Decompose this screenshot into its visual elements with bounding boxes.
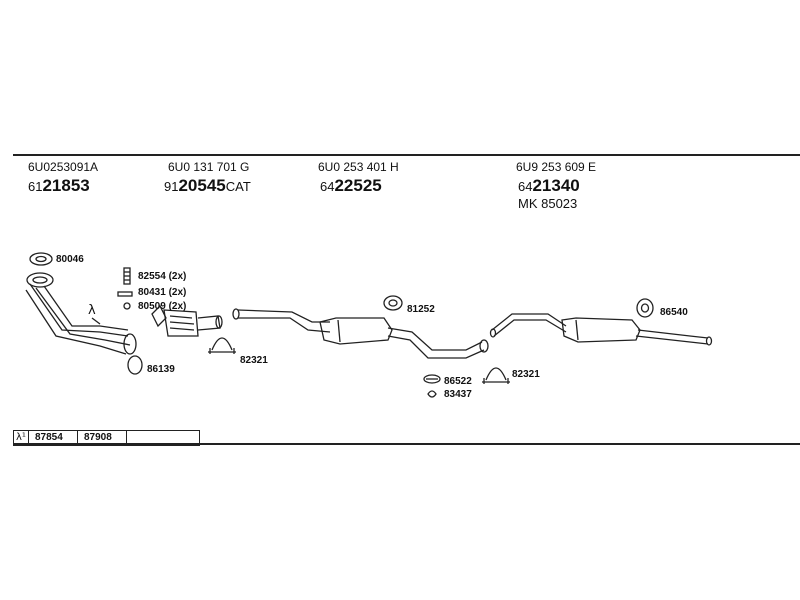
part-label-81252: 81252 [407, 304, 435, 315]
legend-empty-cell [127, 431, 199, 445]
oem-number-1: 6U0253091A [28, 160, 99, 174]
part-label-86540: 86540 [660, 307, 688, 318]
rubber-mount-81252-drawing [383, 295, 403, 311]
rubber-mount-86540-drawing [636, 298, 654, 318]
oem-number-3: 6U0 253 401 H [318, 160, 399, 174]
part-label-86522: 86522 [444, 376, 472, 387]
mounting-kit-number: MK 85023 [518, 196, 578, 211]
part-label-80431: 80431 (2x) [138, 287, 187, 298]
ring-86522-drawing [423, 374, 441, 384]
article-prefix-1: 61 [28, 179, 43, 194]
lambda-symbol: λ [88, 303, 96, 318]
article-number-1: 6121853 [28, 176, 90, 196]
article-prefix-4: 64 [518, 179, 533, 194]
legend-symbol: λ¹ [14, 431, 29, 445]
part-label-82321-right: 82321 [512, 369, 540, 380]
bottom-rule [13, 443, 800, 445]
part-label-80046: 80046 [56, 254, 84, 265]
oem-number-2: 6U0 131 701 G [168, 160, 250, 174]
catalytic-converter-drawing [151, 304, 223, 337]
article-suffix-2: CAT [225, 179, 251, 194]
article-main-3: 22525 [334, 176, 382, 195]
clamp-82321-left-drawing [208, 337, 236, 354]
legend-table: λ¹ 87854 87908 [13, 430, 200, 446]
bolt-drawings [117, 267, 133, 310]
top-rule [13, 154, 800, 156]
article-number-4: 6421340 [518, 176, 580, 196]
gasket-80046-drawing [29, 252, 53, 266]
part-label-83437: 83437 [444, 389, 472, 400]
clamp-82321-right-drawing [482, 367, 510, 384]
part-label-82554: 82554 (2x) [138, 271, 187, 282]
oem-number-4: 6U9 253 609 E [516, 160, 597, 174]
part-label-82321-left: 82321 [240, 355, 268, 366]
article-prefix-3: 64 [320, 179, 335, 194]
article-prefix-2: 91 [164, 179, 179, 194]
article-number-2: 9120545CAT [164, 176, 251, 196]
rear-silencer-drawing [489, 313, 713, 346]
front-pipe-drawing [25, 272, 137, 355]
legend-code-2: 87908 [78, 431, 127, 445]
part-label-86139: 86139 [147, 364, 175, 375]
part-label-80509: 80509 (2x) [138, 301, 187, 312]
middle-silencer-drawing [232, 308, 489, 359]
article-main-4: 21340 [532, 176, 580, 195]
legend-code-1: 87854 [29, 431, 78, 445]
article-main-2: 20545 [178, 176, 226, 195]
article-main-1: 21853 [42, 176, 90, 195]
article-number-3: 6422525 [320, 176, 382, 196]
gasket-86139-drawing [127, 355, 143, 375]
fastener-83437-drawing [427, 390, 437, 398]
